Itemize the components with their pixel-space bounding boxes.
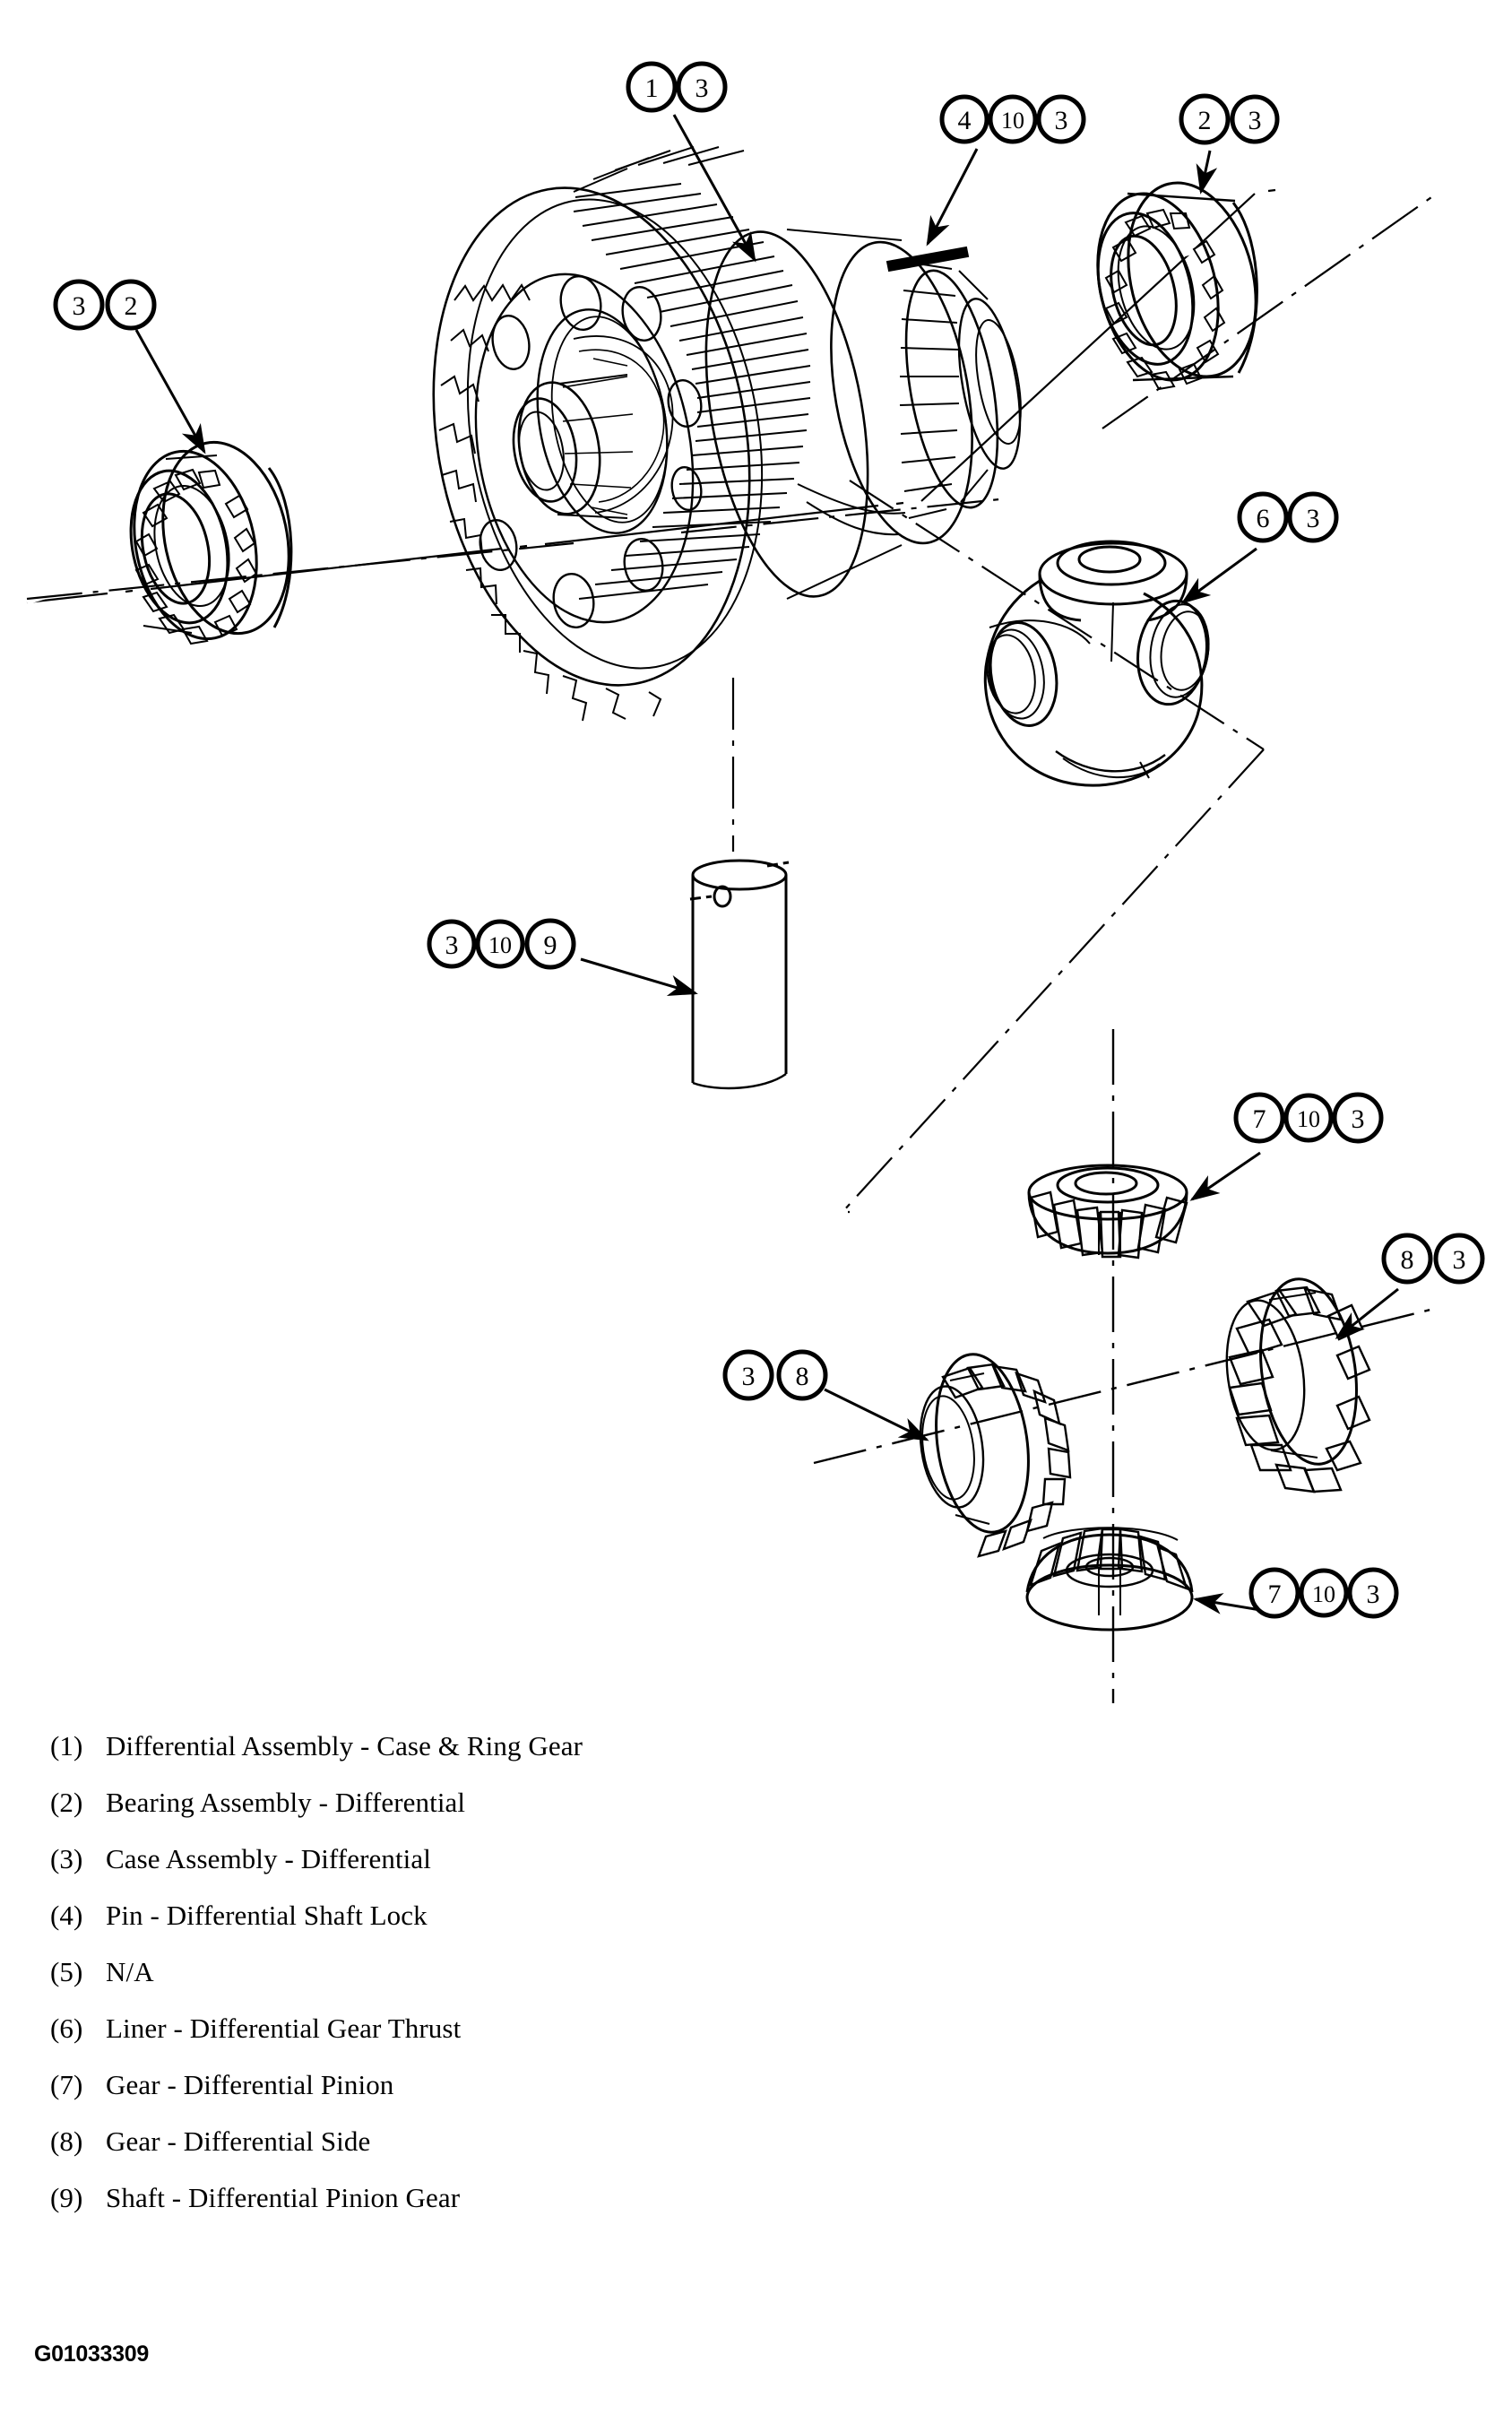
callout-2-3-right[interactable]: 2 3 <box>1179 93 1280 145</box>
legend-item: (1) Differential Assembly - Case & Ring … <box>0 1730 1512 1787</box>
leader-line-pinion-lower <box>1193 1593 1261 1614</box>
legend-index: (2) <box>50 1787 83 1818</box>
leader-line-ring-gear <box>672 114 756 263</box>
legend-label: Gear - Differential Pinion <box>106 2069 394 2100</box>
thrust-liner <box>983 540 1210 787</box>
leader-line-bearing-right <box>1196 150 1218 195</box>
pinion-shaft <box>689 859 790 1090</box>
callout-number: 6 <box>1257 504 1270 533</box>
leader-line-pinion-upper <box>1189 1151 1261 1201</box>
callout-number: 3 <box>1307 504 1320 533</box>
lock-pin <box>886 246 970 273</box>
callout-3-8[interactable]: 3 8 <box>722 1349 828 1401</box>
centerline-branch-elbow <box>840 749 1265 1214</box>
legend-label: Differential Assembly - Case & Ring Gear <box>106 1730 583 1761</box>
legend-item: (8) Gear - Differential Side <box>0 2125 1512 2182</box>
legend-index: (1) <box>50 1730 83 1761</box>
callout-number: 10 <box>1297 1106 1320 1132</box>
centerline-main-axis-detail <box>26 177 1435 605</box>
callout-number: 3 <box>1352 1104 1365 1134</box>
leader-line-lock-pin <box>926 148 979 247</box>
callout-number: 3 <box>696 74 709 103</box>
callout-number: 9 <box>544 931 557 960</box>
legend-label: N/A <box>106 1956 154 1987</box>
callout-number: 3 <box>445 931 459 960</box>
callout-number: 3 <box>1055 106 1068 135</box>
legend-label: Case Assembly - Differential <box>106 1843 431 1874</box>
bearing-assembly-left <box>129 440 293 645</box>
legend-index: (6) <box>50 2012 83 2044</box>
parts-legend: (1) Differential Assembly - Case & Ring … <box>0 1730 1512 2238</box>
ring-gear-teeth <box>438 283 662 722</box>
callout-3-2-left[interactable]: 3 2 <box>53 279 157 331</box>
figure-id-code: G01033309 <box>34 2341 149 2367</box>
callout-number: 4 <box>958 106 972 135</box>
legend-item: (7) Gear - Differential Pinion <box>0 2069 1512 2125</box>
side-gear-left <box>919 1353 1072 1558</box>
leader-line-side-gear-left <box>824 1388 929 1441</box>
legend-item: (4) Pin - Differential Shaft Lock <box>0 1900 1512 1956</box>
pinion-gear-upper <box>1027 1164 1188 1259</box>
callout-number: 10 <box>1001 108 1024 134</box>
legend-index: (7) <box>50 2069 83 2100</box>
side-gear-left-teeth <box>941 1363 1072 1558</box>
callout-7-10-3-bot[interactable]: 7 10 3 <box>1248 1567 1399 1619</box>
legend-index: (4) <box>50 1900 83 1931</box>
legend-item: (2) Bearing Assembly - Differential <box>0 1787 1512 1843</box>
helical-drive-gear <box>573 146 1022 600</box>
callout-number: 2 <box>125 291 138 321</box>
callout-6-3[interactable]: 6 3 <box>1237 491 1339 543</box>
legend-label: Shaft - Differential Pinion Gear <box>106 2182 461 2213</box>
callout-3-10-9[interactable]: 3 10 9 <box>427 918 576 970</box>
callout-number: 8 <box>796 1362 809 1391</box>
legend-label: Liner - Differential Gear Thrust <box>106 2012 462 2044</box>
legend-item: (6) Liner - Differential Gear Thrust <box>0 2012 1512 2069</box>
legend-index: (5) <box>50 1956 83 1987</box>
callout-number: 8 <box>1401 1245 1414 1275</box>
callout-4-10-3[interactable]: 4 10 3 <box>939 94 1086 144</box>
pinion-gear-lower <box>1025 1527 1194 1632</box>
legend-index: (8) <box>50 2125 83 2157</box>
callout-8-3[interactable]: 8 3 <box>1381 1233 1485 1285</box>
leader-line-pinion-shaft <box>580 957 698 996</box>
callout-number: 2 <box>1198 106 1212 135</box>
legend-index: (9) <box>50 2182 83 2213</box>
callout-number: 7 <box>1253 1104 1266 1134</box>
exploded-view-figure: 3 2 1 3 4 10 3 2 3 <box>26 61 1485 1703</box>
legend-item: (5) N/A <box>0 1956 1512 2012</box>
legend-label: Gear - Differential Side <box>106 2125 371 2157</box>
pinion-upper-teeth <box>1029 1190 1188 1259</box>
callout-1-3[interactable]: 1 3 <box>626 61 728 113</box>
callout-number: 3 <box>742 1362 756 1391</box>
leader-line-side-gear-right <box>1335 1287 1399 1339</box>
callout-number: 3 <box>73 291 86 321</box>
legend-label: Pin - Differential Shaft Lock <box>106 1900 428 1931</box>
centerline-side-gear-axis <box>813 1307 1435 1465</box>
legend-item: (9) Shaft - Differential Pinion Gear <box>0 2182 1512 2238</box>
ring-gear-case <box>432 146 1022 722</box>
leader-line-bearing-left <box>134 329 206 454</box>
legend-index: (3) <box>50 1843 83 1874</box>
callout-number: 3 <box>1453 1245 1466 1275</box>
callout-number: 10 <box>488 932 512 958</box>
callout-number: 10 <box>1312 1581 1335 1607</box>
callout-number: 7 <box>1268 1580 1282 1609</box>
callout-number: 3 <box>1367 1580 1380 1609</box>
side-gear-right-teeth <box>1228 1285 1371 1493</box>
legend-item: (3) Case Assembly - Differential <box>0 1843 1512 1900</box>
legend-label: Bearing Assembly - Differential <box>106 1787 466 1818</box>
callout-number: 1 <box>645 74 659 103</box>
centerline-branch-diagonal <box>849 480 1265 750</box>
callout-number: 3 <box>1248 106 1262 135</box>
callout-7-10-3-top[interactable]: 7 10 3 <box>1233 1092 1384 1144</box>
leader-line-thrust-liner <box>1180 547 1257 604</box>
side-gear-right <box>1225 1277 1371 1493</box>
bearing-assembly-right <box>1096 181 1258 391</box>
